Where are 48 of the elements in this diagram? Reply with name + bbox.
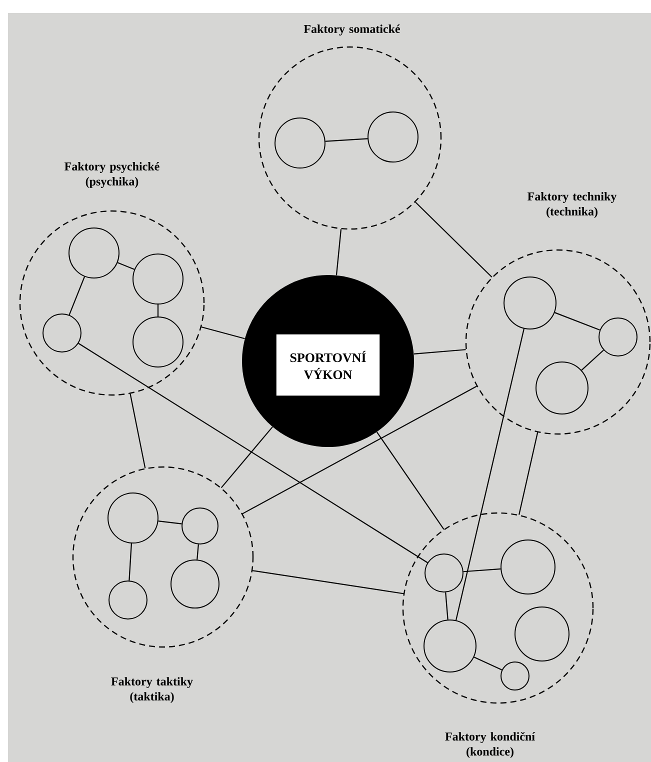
- connector-line: [474, 656, 502, 670]
- connector-line: [128, 543, 132, 581]
- factor-heading: Faktory psychické (psychika): [64, 162, 160, 188]
- connector-line: [415, 202, 492, 278]
- element-circle: [68, 228, 120, 278]
- connector-line: [130, 394, 146, 468]
- connector-line: [325, 138, 368, 142]
- connector-line: [518, 432, 538, 515]
- factor-heading: Faktory somatické: [304, 24, 400, 36]
- element-circle: [598, 318, 638, 356]
- connector-line: [242, 386, 477, 514]
- element-circle: [424, 620, 476, 672]
- element-circle: [500, 540, 556, 594]
- factor-heading: Faktory kondiční (kondice): [445, 732, 536, 758]
- connector-line: [554, 312, 600, 330]
- connector-line: [201, 326, 245, 340]
- center-label: SPORTOVNÍ VÝKON: [276, 334, 380, 396]
- connector-line: [117, 262, 135, 270]
- factor-heading: Faktory techniky (technika): [528, 192, 617, 218]
- connector-line: [336, 229, 342, 276]
- connector-line: [78, 342, 428, 564]
- element-circle: [182, 508, 218, 544]
- element-circle: [514, 606, 570, 662]
- element-circle: [132, 254, 184, 304]
- element-circle: [170, 560, 220, 608]
- connector-line: [455, 328, 525, 620]
- connector-line: [376, 432, 444, 530]
- connector-line: [158, 520, 182, 524]
- connector-line: [220, 426, 273, 488]
- element-circle: [500, 662, 530, 690]
- connector-line: [157, 304, 159, 316]
- connector-line: [445, 592, 448, 620]
- connector-line: [68, 276, 86, 316]
- factor-heading: Faktory taktiky (taktika): [111, 677, 193, 703]
- element-circle: [368, 112, 418, 162]
- connector-line: [252, 570, 404, 594]
- element-circle: [42, 314, 82, 352]
- connector-line: [581, 350, 604, 371]
- connector-line: [414, 349, 466, 354]
- element-circle: [504, 276, 556, 330]
- element-circle: [108, 492, 158, 544]
- connector-line: [196, 544, 199, 560]
- element-circle: [108, 580, 148, 620]
- element-circle: [536, 362, 588, 414]
- connector-line: [463, 568, 501, 572]
- element-circle: [132, 316, 184, 368]
- element-circle: [274, 118, 326, 168]
- element-circle: [424, 554, 464, 592]
